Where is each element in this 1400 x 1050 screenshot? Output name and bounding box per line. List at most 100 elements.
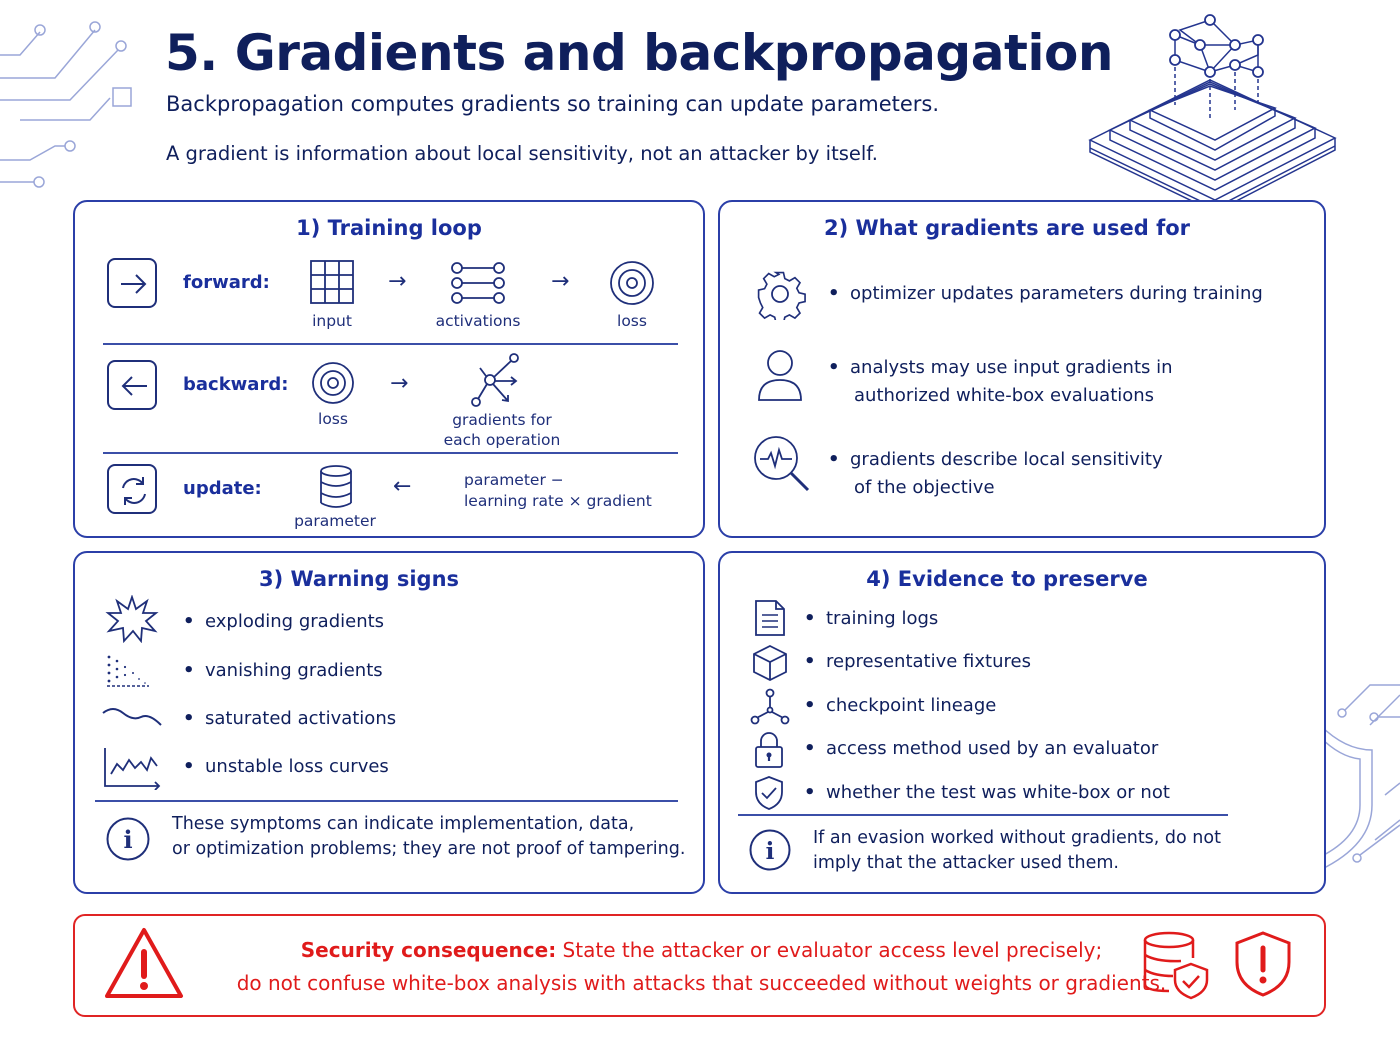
update-formula: parameter − learning rate × gradient: [464, 470, 652, 512]
page-subtitle: Backpropagation computes gradients so tr…: [166, 92, 940, 116]
use-item-3: •gradients describe local sensitivity of…: [828, 449, 1163, 498]
warnings-info: These symptoms can indicate implementati…: [172, 812, 685, 862]
backward-arrow-icon: [107, 360, 157, 410]
evidence-info-line2: imply that the attacker used them.: [813, 853, 1119, 873]
use-item-2: •analysts may use input gradients in aut…: [828, 357, 1173, 406]
update-cycle-icon: [107, 464, 157, 514]
backward-arrow-1: →: [390, 371, 409, 396]
user-icon: [758, 350, 802, 401]
warning-item-2: •vanishing gradients: [183, 660, 383, 681]
evidence-item-4-text: access method used by an evaluator: [826, 738, 1159, 759]
evidence-info: If an evasion worked without gradients, …: [813, 826, 1221, 876]
jagged-chart-icon: [104, 748, 161, 790]
evidence-item-3: •checkpoint lineage: [804, 695, 997, 716]
evidence-title: 4) Evidence to preserve: [866, 567, 1148, 591]
parameter-database-icon: [320, 465, 352, 508]
backward-label: backward:: [183, 374, 289, 395]
warning-item-1-text: exploding gradients: [205, 611, 385, 632]
evidence-item-1-text: training logs: [826, 608, 939, 629]
use-item-3-line1: gradients describe local sensitivity: [850, 449, 1163, 470]
training-loop-panel: 1) Training loop forward: input → activa…: [73, 200, 705, 538]
svg-text:i: i: [766, 838, 775, 865]
divider-2: [103, 452, 678, 454]
input-caption: input: [312, 312, 352, 330]
warning-item-1: •exploding gradients: [183, 611, 385, 632]
warnings-divider: [95, 800, 678, 802]
shield-check-icon: [755, 776, 783, 810]
info-icon: i: [106, 817, 150, 861]
warning-triangle-icon: [105, 928, 183, 998]
evidence-divider: [738, 814, 1228, 816]
forward-arrow-2: →: [551, 269, 570, 294]
evidence-item-2: •representative fixtures: [804, 651, 1031, 672]
circuit-decoration-left: [0, 21, 132, 188]
evidence-item-2-text: representative fixtures: [826, 651, 1031, 672]
training-loop-title: 1) Training loop: [296, 216, 482, 240]
evidence-item-4: •access method used by an evaluator: [804, 738, 1159, 759]
use-item-2-line2: authorized white-box evaluations: [854, 385, 1155, 406]
shield-alert-icon: [1235, 931, 1291, 997]
document-icon: [755, 600, 785, 636]
warning-item-2-text: vanishing gradients: [205, 660, 383, 681]
lock-icon: [755, 732, 783, 768]
gradients-caption: gradients for each operation: [432, 410, 572, 450]
svg-text:i: i: [123, 825, 132, 854]
warning-item-4-text: unstable loss curves: [205, 756, 389, 777]
divider-1: [103, 343, 678, 345]
page-note: A gradient is information about local se…: [166, 142, 878, 165]
loss-target-icon: [610, 261, 654, 305]
database-shield-icon: [1143, 931, 1209, 1000]
evidence-info-line1: If an evasion worked without gradients, …: [813, 828, 1221, 848]
wave-icon: [102, 708, 162, 726]
warnings-info-line1: These symptoms can indicate implementati…: [172, 814, 635, 834]
gradient-uses-title: 2) What gradients are used for: [823, 216, 1191, 240]
update-formula-line2: learning rate × gradient: [464, 492, 652, 510]
forward-arrow-1: →: [388, 269, 407, 294]
magnifier-pulse-icon: [754, 436, 810, 492]
info-icon-evidence: i: [749, 829, 791, 871]
forward-arrow-icon: [107, 258, 157, 308]
security-lead: Security consequence:: [300, 938, 557, 962]
gradient-graph-icon: [471, 353, 519, 407]
network-stack-illustration: [1088, 14, 1337, 210]
page-title: 5. Gradients and backpropagation: [165, 24, 1113, 82]
security-line-1-text: State the attacker or evaluator access l…: [556, 938, 1103, 962]
gradients-caption-line1: gradients for: [452, 411, 552, 429]
gradients-caption-line2: each operation: [443, 431, 561, 449]
gear-icon: [757, 271, 806, 320]
loss-caption-forward: loss: [617, 312, 647, 330]
fading-dots-icon: [107, 655, 149, 687]
cube-icon: [753, 644, 787, 682]
use-item-2-line1: analysts may use input gradients in: [850, 357, 1173, 378]
evidence-item-1: •training logs: [804, 608, 939, 629]
evidence-item-5-text: whether the test was white-box or not: [826, 782, 1170, 803]
input-grid-icon: [310, 260, 354, 304]
parameter-caption: parameter: [294, 512, 376, 530]
update-label: update:: [183, 478, 262, 499]
use-item-3-line2: of the objective: [854, 477, 995, 498]
warning-signs-title: 3) Warning signs: [258, 567, 460, 591]
warning-item-4: •unstable loss curves: [183, 756, 389, 777]
loss-target-icon-backward: [312, 362, 354, 404]
warning-item-3: •saturated activations: [183, 708, 397, 729]
starburst-icon: [105, 595, 159, 643]
use-item-1: •optimizer updates parameters during tra…: [828, 283, 1263, 304]
update-formula-line1: parameter −: [464, 471, 564, 489]
activations-icon: [451, 262, 505, 304]
update-arrow: ←: [393, 474, 412, 499]
activations-caption: activations: [435, 312, 521, 330]
loss-caption-backward: loss: [318, 410, 348, 428]
evidence-item-5: •whether the test was white-box or not: [804, 782, 1170, 803]
warning-item-3-text: saturated activations: [205, 708, 397, 729]
security-consequence-box: Security consequence: State the attacker…: [73, 914, 1326, 1017]
gradient-uses-panel: 2) What gradients are used for •optimize…: [718, 200, 1326, 538]
forward-label: forward:: [183, 272, 270, 293]
evidence-panel: 4) Evidence to preserve •training logs •…: [718, 551, 1326, 894]
security-line-1: Security consequence: State the attacker…: [75, 938, 1328, 962]
security-line-2: do not confuse white-box analysis with a…: [236, 971, 1167, 995]
lineage-icon: [750, 688, 790, 725]
warnings-info-line2: or optimization problems; they are not p…: [172, 839, 686, 859]
warning-signs-panel: 3) Warning signs •exploding gradients •v…: [73, 551, 705, 894]
use-item-1-line1: optimizer updates parameters during trai…: [850, 283, 1263, 304]
evidence-item-3-text: checkpoint lineage: [826, 695, 997, 716]
